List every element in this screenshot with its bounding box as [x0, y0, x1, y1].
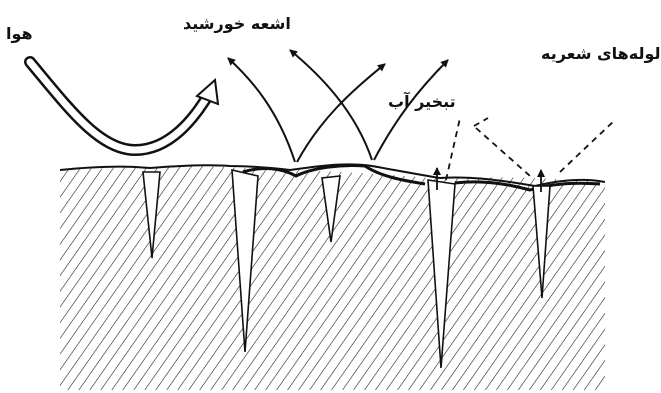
sun-ray-1 — [228, 58, 295, 162]
evaporation-label: تبخیر آب — [388, 94, 456, 110]
evap-leader-3 — [474, 118, 488, 126]
evap-leader-2 — [476, 128, 530, 176]
capillaries-label: لوله‌های شعریه — [541, 46, 661, 62]
air-flow-arrow — [30, 62, 218, 150]
capillary-leader — [560, 120, 615, 172]
sun-ray-3 — [290, 50, 372, 160]
evap-leader-1 — [446, 118, 460, 180]
sun-ray-2 — [297, 64, 385, 162]
sun-rays-label: اشعه خورشید — [183, 16, 291, 32]
air-label: هوا — [6, 26, 33, 42]
